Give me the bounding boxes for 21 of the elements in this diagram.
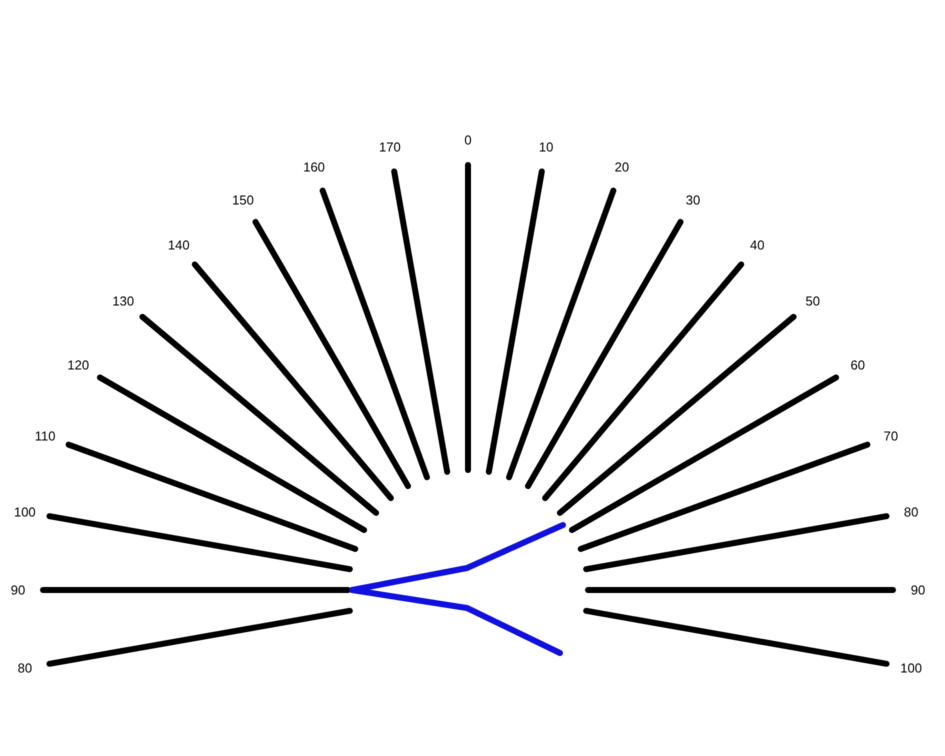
angle-label: 20	[614, 160, 630, 174]
angle-label: 0	[464, 134, 472, 146]
angle-label: 90	[910, 584, 926, 596]
angle-label: 130	[112, 294, 134, 308]
angle-label: 10	[538, 140, 554, 154]
angle-label: 50	[805, 294, 820, 308]
angle-label: 80	[904, 505, 918, 518]
angle-label: 90	[10, 584, 26, 596]
angle-label: 170	[379, 140, 401, 154]
angle-label: 120	[67, 358, 90, 372]
angle-label: 60	[850, 358, 865, 372]
angle-label: 40	[750, 238, 764, 252]
angle-label: 30	[686, 194, 700, 207]
angle-label: 160	[303, 160, 325, 174]
angle-label: 140	[168, 238, 190, 252]
angle-label: 100	[14, 505, 36, 518]
angle-label: 70	[884, 430, 898, 443]
angle-label: 100	[900, 662, 922, 675]
angle-label: 150	[232, 194, 254, 207]
angle-label: 80	[18, 662, 32, 675]
angle-label: 110	[34, 430, 56, 443]
